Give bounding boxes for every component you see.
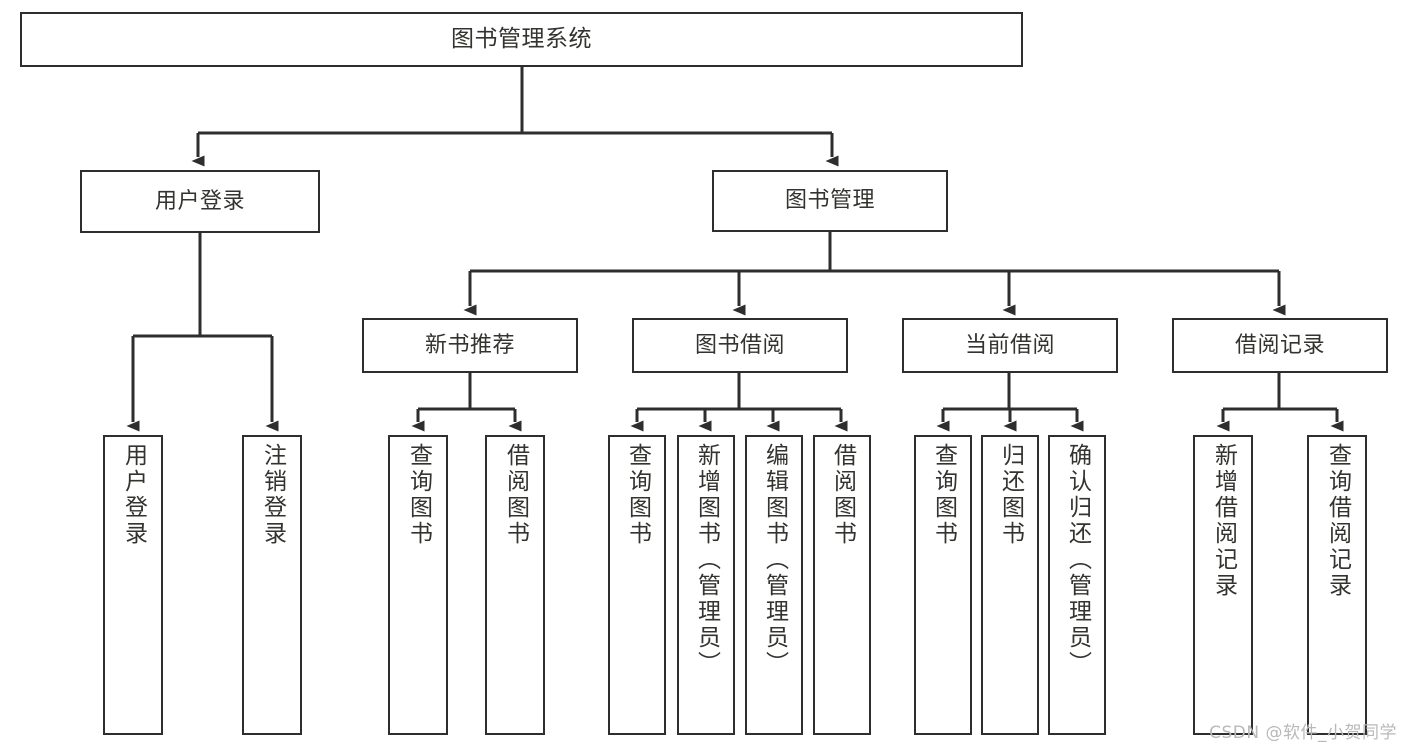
node-leaf-confirm-return[interactable]: 确认归还（管理员） <box>1048 435 1106 735</box>
node-leaf-query-record-label: 查询借阅记录 <box>1324 443 1351 599</box>
node-user-login[interactable]: 用户登录 <box>80 170 320 233</box>
node-leaf-borrow-book-2-label: 借阅图书 <box>829 443 856 547</box>
node-root[interactable]: 图书管理系统 <box>20 12 1023 67</box>
node-user-login-label: 用户登录 <box>154 188 245 214</box>
node-leaf-query-book-3[interactable]: 查询图书 <box>914 435 972 735</box>
node-leaf-add-book[interactable]: 新增图书（管理员） <box>677 435 735 735</box>
node-leaf-query-book-2[interactable]: 查询图书 <box>608 435 666 735</box>
node-leaf-user-login[interactable]: 用户登录 <box>103 435 163 735</box>
node-root-label: 图书管理系统 <box>451 25 592 52</box>
node-borrow-record[interactable]: 借阅记录 <box>1172 318 1388 373</box>
node-leaf-user-logout[interactable]: 注销登录 <box>242 435 302 735</box>
node-leaf-return-book-label: 归还图书 <box>997 443 1024 547</box>
node-leaf-query-record[interactable]: 查询借阅记录 <box>1307 435 1367 735</box>
node-leaf-add-record[interactable]: 新增借阅记录 <box>1193 435 1253 735</box>
node-leaf-add-record-label: 新增借阅记录 <box>1210 443 1237 599</box>
node-leaf-confirm-return-label: 确认归还（管理员） <box>1064 443 1091 677</box>
csdn-watermark: CSDN @软件_小贺同学 <box>1209 723 1397 743</box>
node-book-manage[interactable]: 图书管理 <box>712 170 948 232</box>
node-new-book-recommend-label: 新书推荐 <box>424 332 515 358</box>
node-leaf-add-book-label: 新增图书（管理员） <box>693 443 720 677</box>
node-leaf-borrow-book-2[interactable]: 借阅图书 <box>813 435 871 735</box>
node-current-borrow-label: 当前借阅 <box>964 332 1055 358</box>
node-borrow-record-label: 借阅记录 <box>1234 332 1325 358</box>
node-leaf-query-book-3-label: 查询图书 <box>930 443 957 547</box>
node-leaf-query-book-2-label: 查询图书 <box>624 443 651 547</box>
node-leaf-user-login-label: 用户登录 <box>120 443 147 547</box>
node-current-borrow[interactable]: 当前借阅 <box>902 318 1118 373</box>
node-leaf-return-book[interactable]: 归还图书 <box>981 435 1039 735</box>
node-book-manage-label: 图书管理 <box>784 188 875 214</box>
node-leaf-borrow-book-1-label: 借阅图书 <box>502 443 529 547</box>
node-new-book-recommend[interactable]: 新书推荐 <box>362 318 578 373</box>
node-book-borrow[interactable]: 图书借阅 <box>632 318 848 373</box>
node-book-borrow-label: 图书借阅 <box>694 332 785 358</box>
node-leaf-edit-book[interactable]: 编辑图书（管理员） <box>745 435 803 735</box>
node-leaf-user-logout-label: 注销登录 <box>259 443 286 547</box>
node-leaf-edit-book-label: 编辑图书（管理员） <box>761 443 788 677</box>
node-leaf-query-book-1[interactable]: 查询图书 <box>388 435 448 735</box>
node-leaf-borrow-book-1[interactable]: 借阅图书 <box>485 435 545 735</box>
node-leaf-query-book-1-label: 查询图书 <box>405 443 432 547</box>
